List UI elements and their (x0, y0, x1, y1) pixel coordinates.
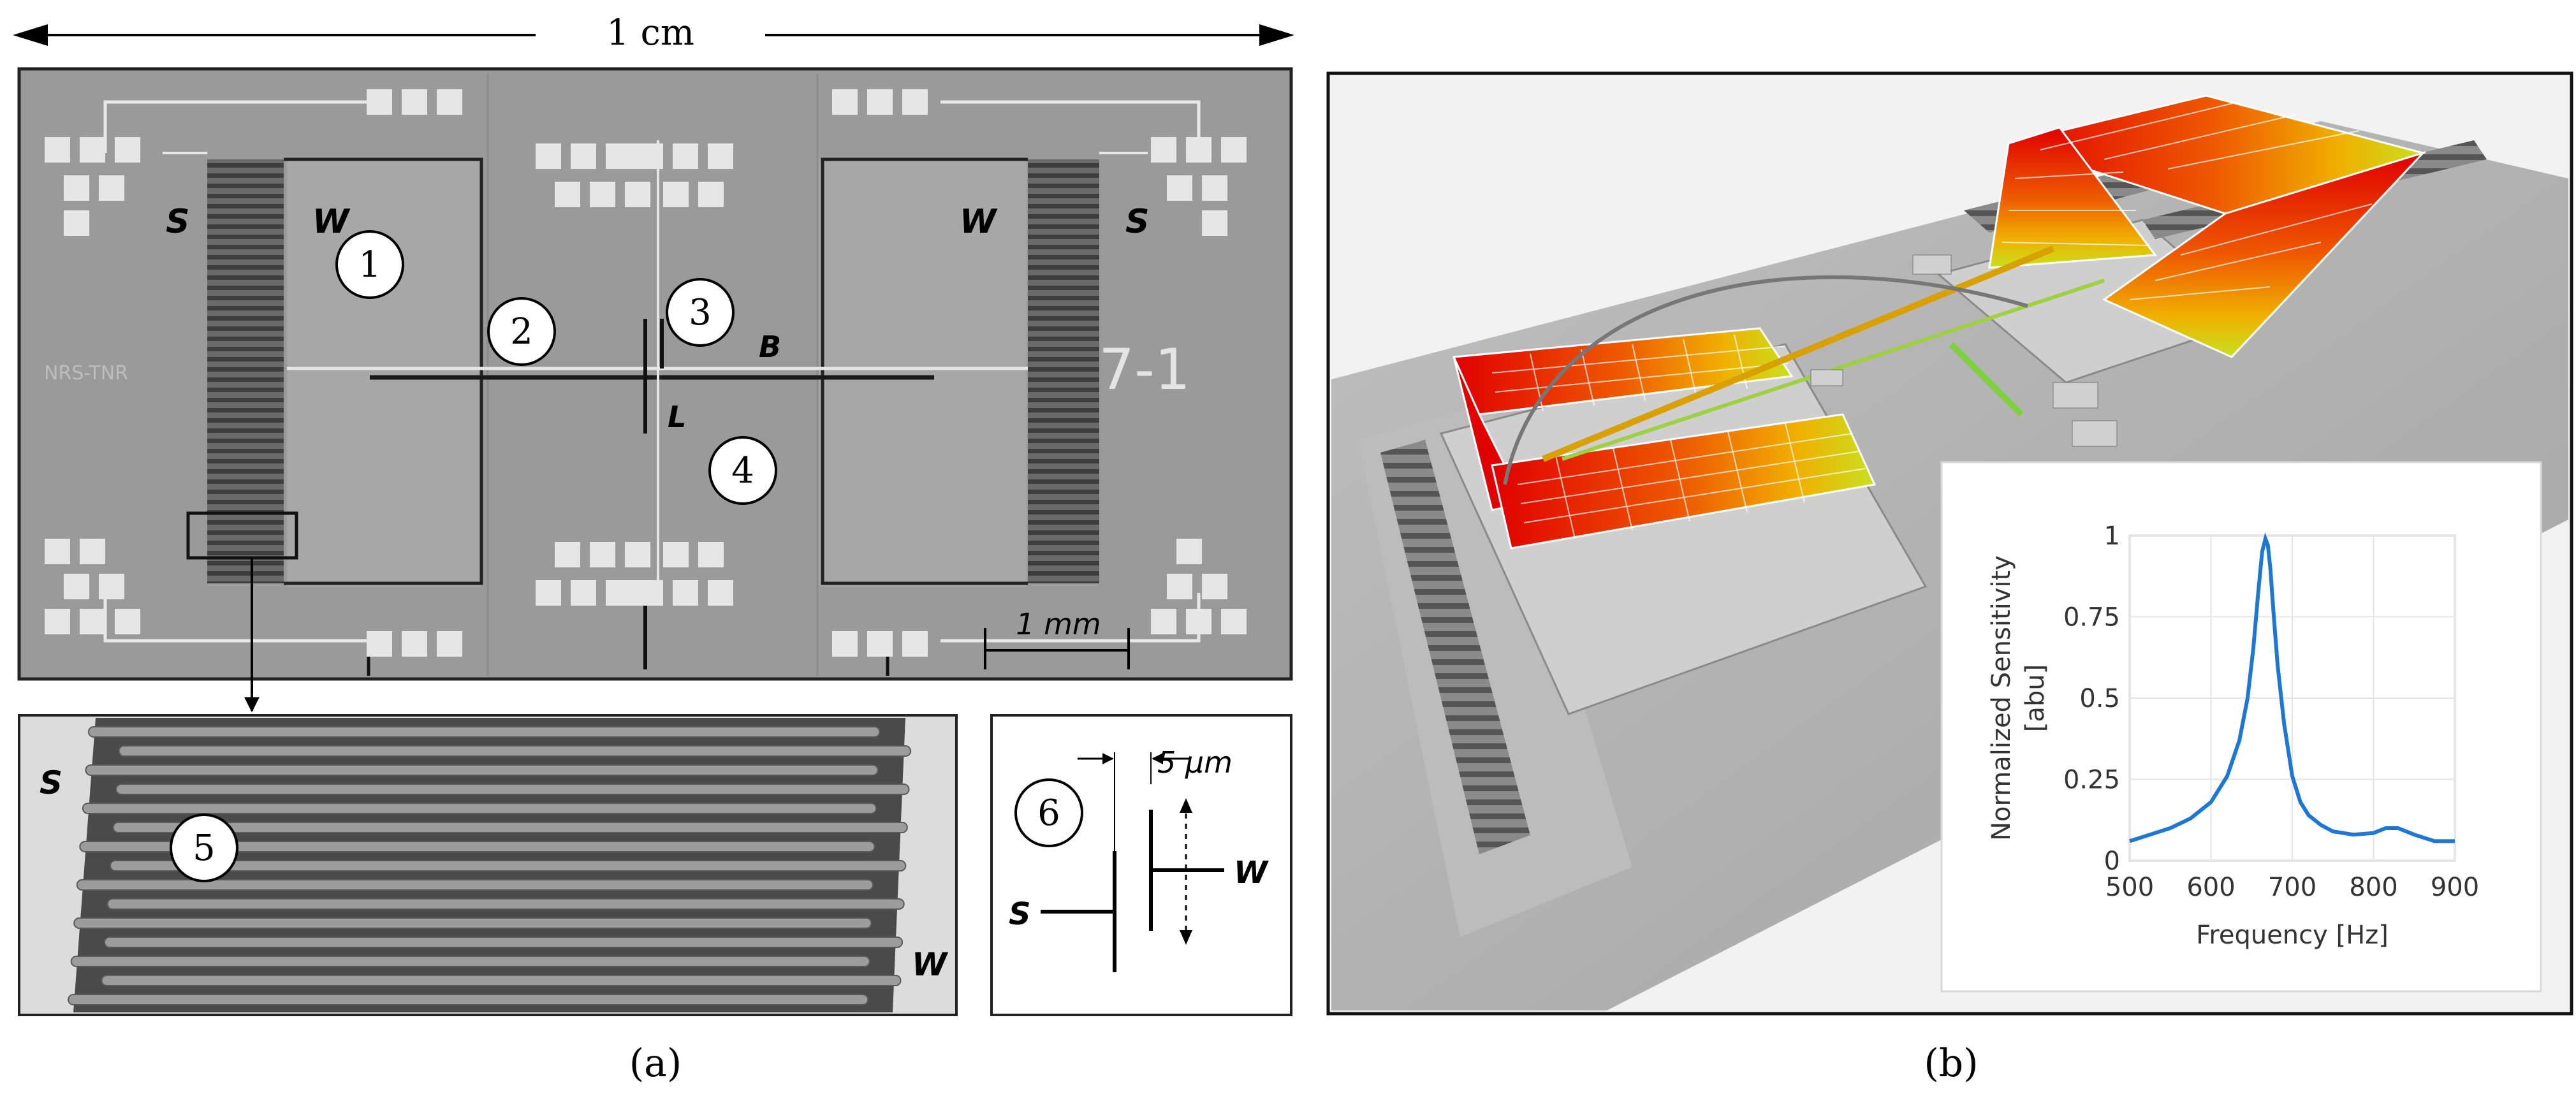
comb-finger (70, 956, 870, 967)
gap-inset-panel: 6 5 µm S W (990, 714, 1292, 1016)
comb-zoom-panel: 5 S W (18, 714, 958, 1016)
scale-bar-label: 1 cm (606, 12, 694, 54)
comb-finger (68, 994, 869, 1005)
zoom-label-s: S (40, 764, 62, 801)
plot-grid (2129, 535, 2455, 861)
svg-text:4: 4 (731, 450, 754, 492)
bond-pads (45, 89, 1247, 657)
comb-drive-right (1028, 159, 1099, 583)
comb-finger (103, 937, 904, 948)
y-tick-label: 0 (2104, 847, 2120, 876)
motion-arrow-down (1180, 930, 1192, 945)
comb-finger (112, 822, 908, 833)
comb-finger (110, 860, 907, 871)
zoom-region-box (186, 511, 298, 560)
marker-2: 2 (487, 297, 556, 366)
comb-finger (73, 917, 872, 929)
comb-drive-left (207, 159, 284, 583)
trace (103, 100, 370, 153)
inset-background (990, 714, 1292, 1016)
chip-scale-label: 1 mm (1016, 607, 1101, 641)
comb-finger (79, 841, 875, 852)
chip-side-text: NRS-TNR (44, 362, 128, 384)
chip-quadrant (819, 159, 1027, 587)
comb-finger (118, 745, 912, 757)
y-tick-label: 0.5 (2079, 684, 2120, 713)
pad-3d (1912, 254, 1952, 275)
svg-text:1: 1 (358, 244, 381, 286)
comb-finger (82, 803, 877, 814)
marker-1: 1 (335, 230, 404, 299)
label-w-left: W (312, 203, 351, 241)
gap-label: 5 µm (1157, 745, 1233, 780)
svg-text:6: 6 (1037, 792, 1060, 834)
label-s-left: S (166, 203, 189, 241)
label-b: B (759, 330, 781, 364)
marker-4: 4 (708, 436, 777, 505)
scale-bar-arrow-left (13, 24, 48, 46)
pad-3d (2072, 420, 2118, 447)
trace (940, 100, 1201, 153)
zoom-label-w: W (912, 946, 949, 983)
motion-arrow-up (1180, 798, 1192, 813)
wire-3d (1503, 275, 2028, 485)
pad-3d (1810, 369, 1843, 386)
inset-label-w: W (1234, 855, 1269, 891)
y-tick-label: 0.25 (2063, 766, 2120, 795)
proof-mass-frame-left (284, 157, 483, 585)
x-tick-label: 700 (2268, 873, 2316, 902)
x-tick-label: 600 (2186, 873, 2235, 902)
x-tick-label: 500 (2105, 873, 2154, 902)
comb-finger (101, 975, 902, 986)
y-axis-label-line1: Normalized Sensitivity (1987, 555, 2016, 841)
marker-5: 5 (170, 813, 238, 882)
marker-6: 6 (1014, 778, 1083, 847)
mode-shape-right (1988, 94, 2427, 358)
caption-b: (b) (1924, 1041, 1978, 1086)
pad-3d (2053, 382, 2098, 409)
comb-finger (115, 784, 910, 795)
chip-scale-bar: 1 mm (984, 607, 1130, 669)
x-tick-label: 900 (2431, 873, 2479, 902)
x-axis-label: Frequency [Hz] (2196, 921, 2389, 950)
comb-finger (106, 898, 905, 910)
caption-a: (a) (629, 1041, 682, 1086)
sensitivity-series-line (2129, 532, 2455, 843)
comb-finger (85, 764, 879, 776)
svg-text:5: 5 (193, 828, 216, 869)
comb-fingers (68, 726, 912, 1005)
x-tick-label: 800 (2349, 873, 2397, 902)
label-w-right: W (960, 203, 998, 241)
marker-3: 3 (666, 278, 735, 347)
comb-drive-3d (1380, 440, 1530, 854)
sensitivity-chart: 500 600 700 800 900 0 0.25 0.5 0.75 1 Frequency [… (1940, 461, 2542, 993)
coupling-beam-3d (1542, 245, 2054, 462)
chip-id-text: 7-1 (1099, 337, 1190, 402)
chip-quadrant (287, 159, 481, 587)
chip-micrograph: 7-1 NRS-TNR S W W S B L 1 2 3 4 1 m (17, 67, 1293, 681)
comb-finger (76, 879, 874, 891)
label-s-right: S (1125, 203, 1149, 241)
y-tick-label: 1 (2104, 521, 2120, 551)
inset-label-s: S (1009, 896, 1031, 932)
sensing-beam-3d (1949, 342, 2024, 417)
svg-text:3: 3 (689, 292, 712, 333)
scale-bar-arrow-right (1259, 24, 1294, 46)
scale-bar: 1 cm (13, 12, 1294, 54)
y-tick-label: 0.75 (2063, 603, 2120, 632)
plot-ticks: 500 600 700 800 900 0 0.25 0.5 0.75 1 (2063, 521, 2479, 902)
svg-text:2: 2 (510, 311, 533, 353)
y-axis-label-line2: [abu] (2021, 664, 2050, 732)
comb-finger (87, 726, 881, 738)
proof-mass-frame-right (821, 157, 1028, 585)
label-l: L (668, 400, 686, 434)
